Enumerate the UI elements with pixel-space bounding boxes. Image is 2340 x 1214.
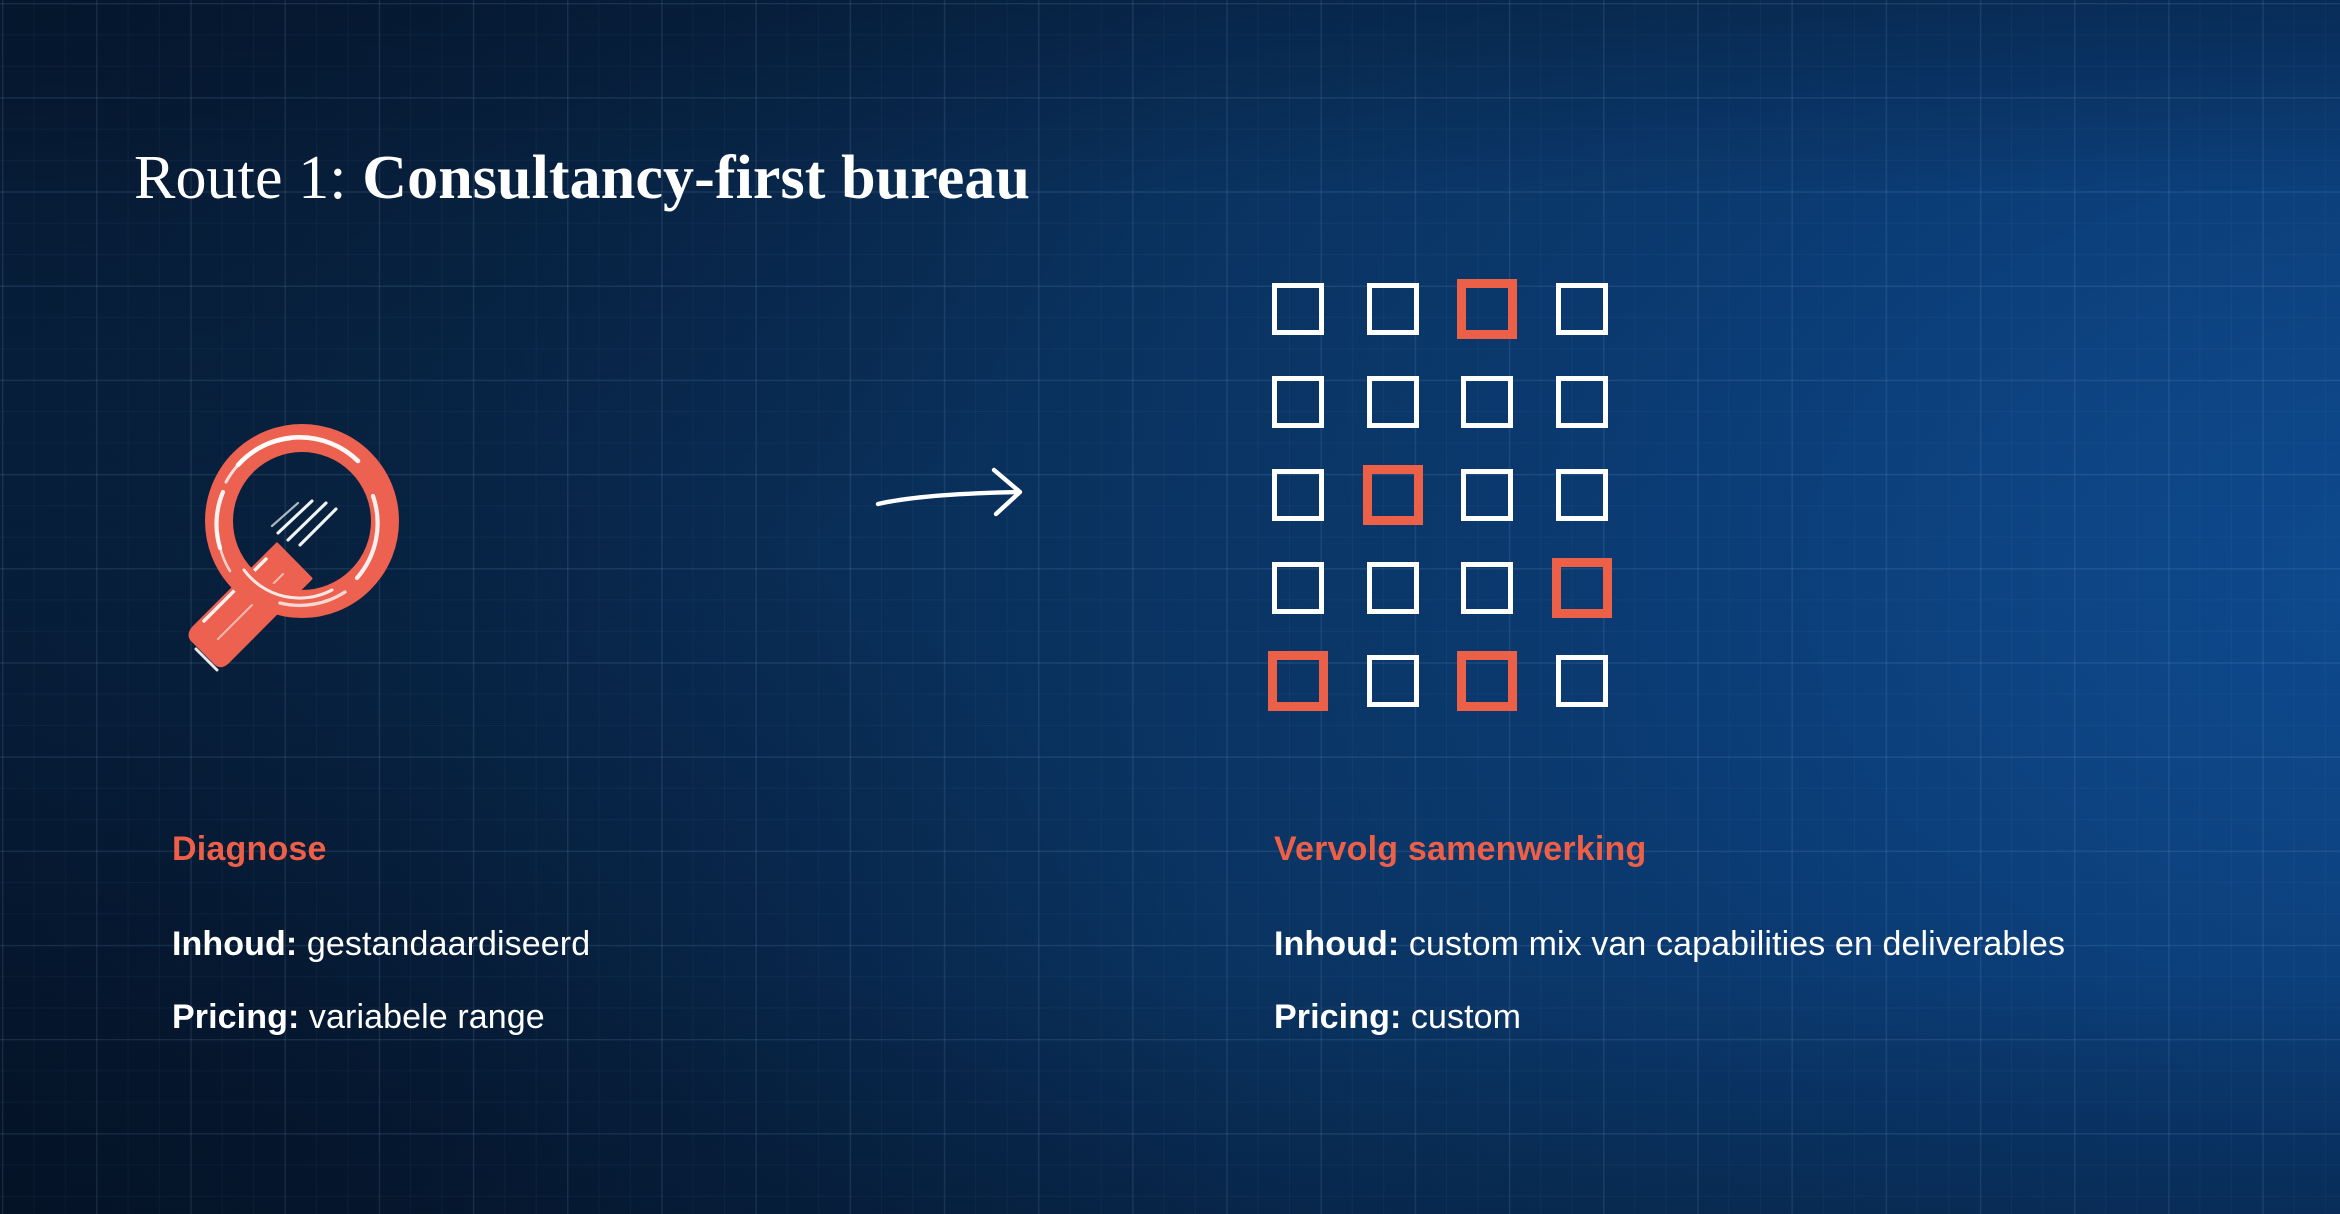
- detail-row: Pricing: custom: [1274, 998, 2284, 1037]
- square-grid-row: [1272, 557, 1672, 619]
- square-grid-row: [1268, 650, 1672, 712]
- detail-row: Inhoud: gestandaardiseerd: [172, 925, 1152, 964]
- page-title-emphasis: Consultancy-first bureau: [362, 143, 1031, 212]
- square-plain: [1555, 283, 1608, 335]
- square-highlighted: [1362, 465, 1423, 525]
- right-arrow-icon: [872, 462, 1032, 534]
- square-plain: [1366, 655, 1419, 707]
- square-highlighted: [1268, 651, 1328, 711]
- square-plain: [1555, 655, 1608, 707]
- column-heading: Diagnose: [172, 830, 327, 868]
- page-title-prefix: Route 1:: [134, 143, 347, 212]
- square-plain: [1555, 469, 1608, 521]
- detail-value: variabele range: [308, 998, 545, 1036]
- square-plain: [1366, 283, 1419, 335]
- square-plain: [1366, 562, 1419, 614]
- square-highlighted: [1457, 279, 1517, 339]
- detail-row: Pricing: variabele range: [172, 998, 1152, 1037]
- square-plain: [1461, 376, 1513, 428]
- detail-value: custom: [1410, 998, 1522, 1036]
- square-highlighted: [1457, 651, 1517, 711]
- detail-separator: :: [285, 925, 298, 963]
- detail-key: Inhoud:: [1274, 925, 1400, 963]
- magnifying-glass-icon: [160, 408, 430, 698]
- square-plain: [1272, 562, 1324, 614]
- detail-value: gestandaardiseerd: [306, 925, 591, 963]
- square-grid-row: [1272, 371, 1672, 433]
- column-heading: Vervolg samenwerking: [1274, 830, 1647, 868]
- square-grid-row: [1272, 278, 1672, 340]
- square-plain: [1272, 376, 1324, 428]
- square-plain: [1366, 376, 1419, 428]
- detail-key: Pricing:: [1274, 998, 1402, 1036]
- square-plain: [1272, 283, 1324, 335]
- detail-key: Inhoud: [172, 925, 286, 963]
- square-grid-row: [1272, 464, 1672, 526]
- square-grid-icon: [1268, 278, 1672, 711]
- detail-row: Inhoud: custom mix van capabilities en d…: [1274, 925, 2284, 964]
- square-plain: [1555, 376, 1608, 428]
- square-plain: [1461, 469, 1513, 521]
- page-title: Route 1: Consultancy-first bureau: [134, 143, 1031, 212]
- column-vervolg-samenwerking: Vervolg samenwerking Inhoud: custom mix …: [1274, 830, 2284, 1037]
- detail-key: Pricing:: [172, 998, 300, 1036]
- square-plain: [1461, 562, 1513, 614]
- detail-value: custom mix van capabilities en deliverab…: [1408, 925, 2066, 963]
- column-diagnose: Diagnose Inhoud: gestandaardiseerd Prici…: [172, 830, 1152, 1037]
- square-highlighted: [1551, 558, 1612, 618]
- square-plain: [1272, 469, 1324, 521]
